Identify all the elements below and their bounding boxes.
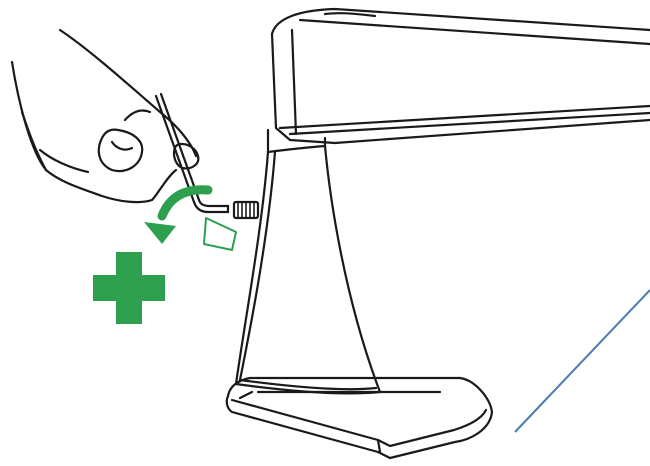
stand-column xyxy=(236,130,380,393)
screw-icon xyxy=(234,202,258,218)
rotate-arrow-icon xyxy=(144,190,236,250)
plus-icon xyxy=(93,252,165,324)
device-head xyxy=(272,9,650,143)
guide-line xyxy=(515,290,650,432)
hand xyxy=(12,30,198,202)
